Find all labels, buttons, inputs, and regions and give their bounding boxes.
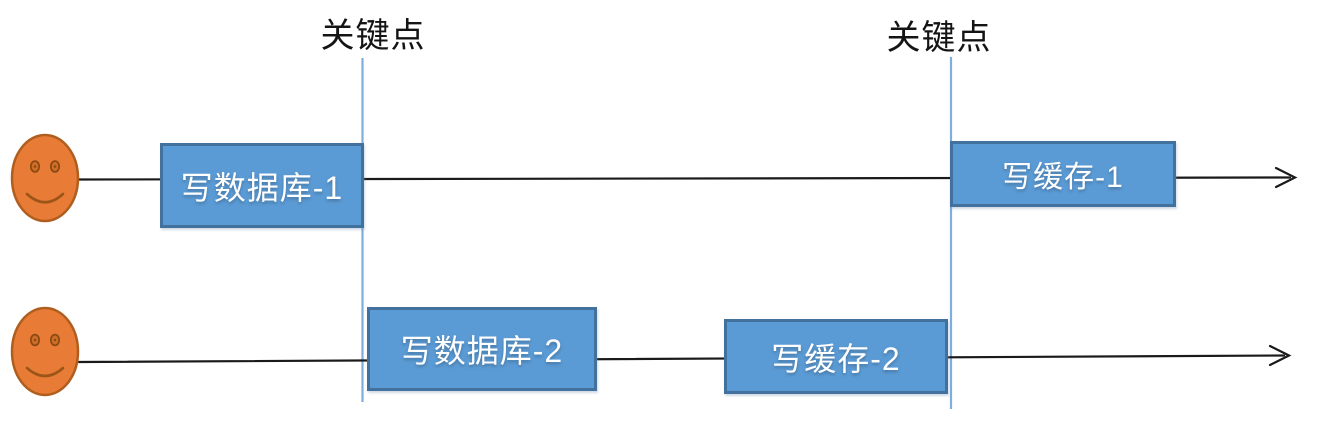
timeline-arrow [77, 344, 1292, 367]
task-box-write-db-2: 写数据库-2 [367, 307, 597, 391]
task-box-write-cache-2: 写缓存-2 [724, 319, 948, 394]
task-box-write-cache-1: 写缓存-1 [950, 141, 1176, 207]
smiley-face-icon [10, 133, 80, 223]
keypoint-label: 关键点 [320, 17, 426, 55]
task-box-write-db-1: 写数据库-1 [160, 143, 364, 228]
smiley-face-icon [10, 306, 80, 397]
keypoint-label: 关键点 [886, 19, 992, 57]
